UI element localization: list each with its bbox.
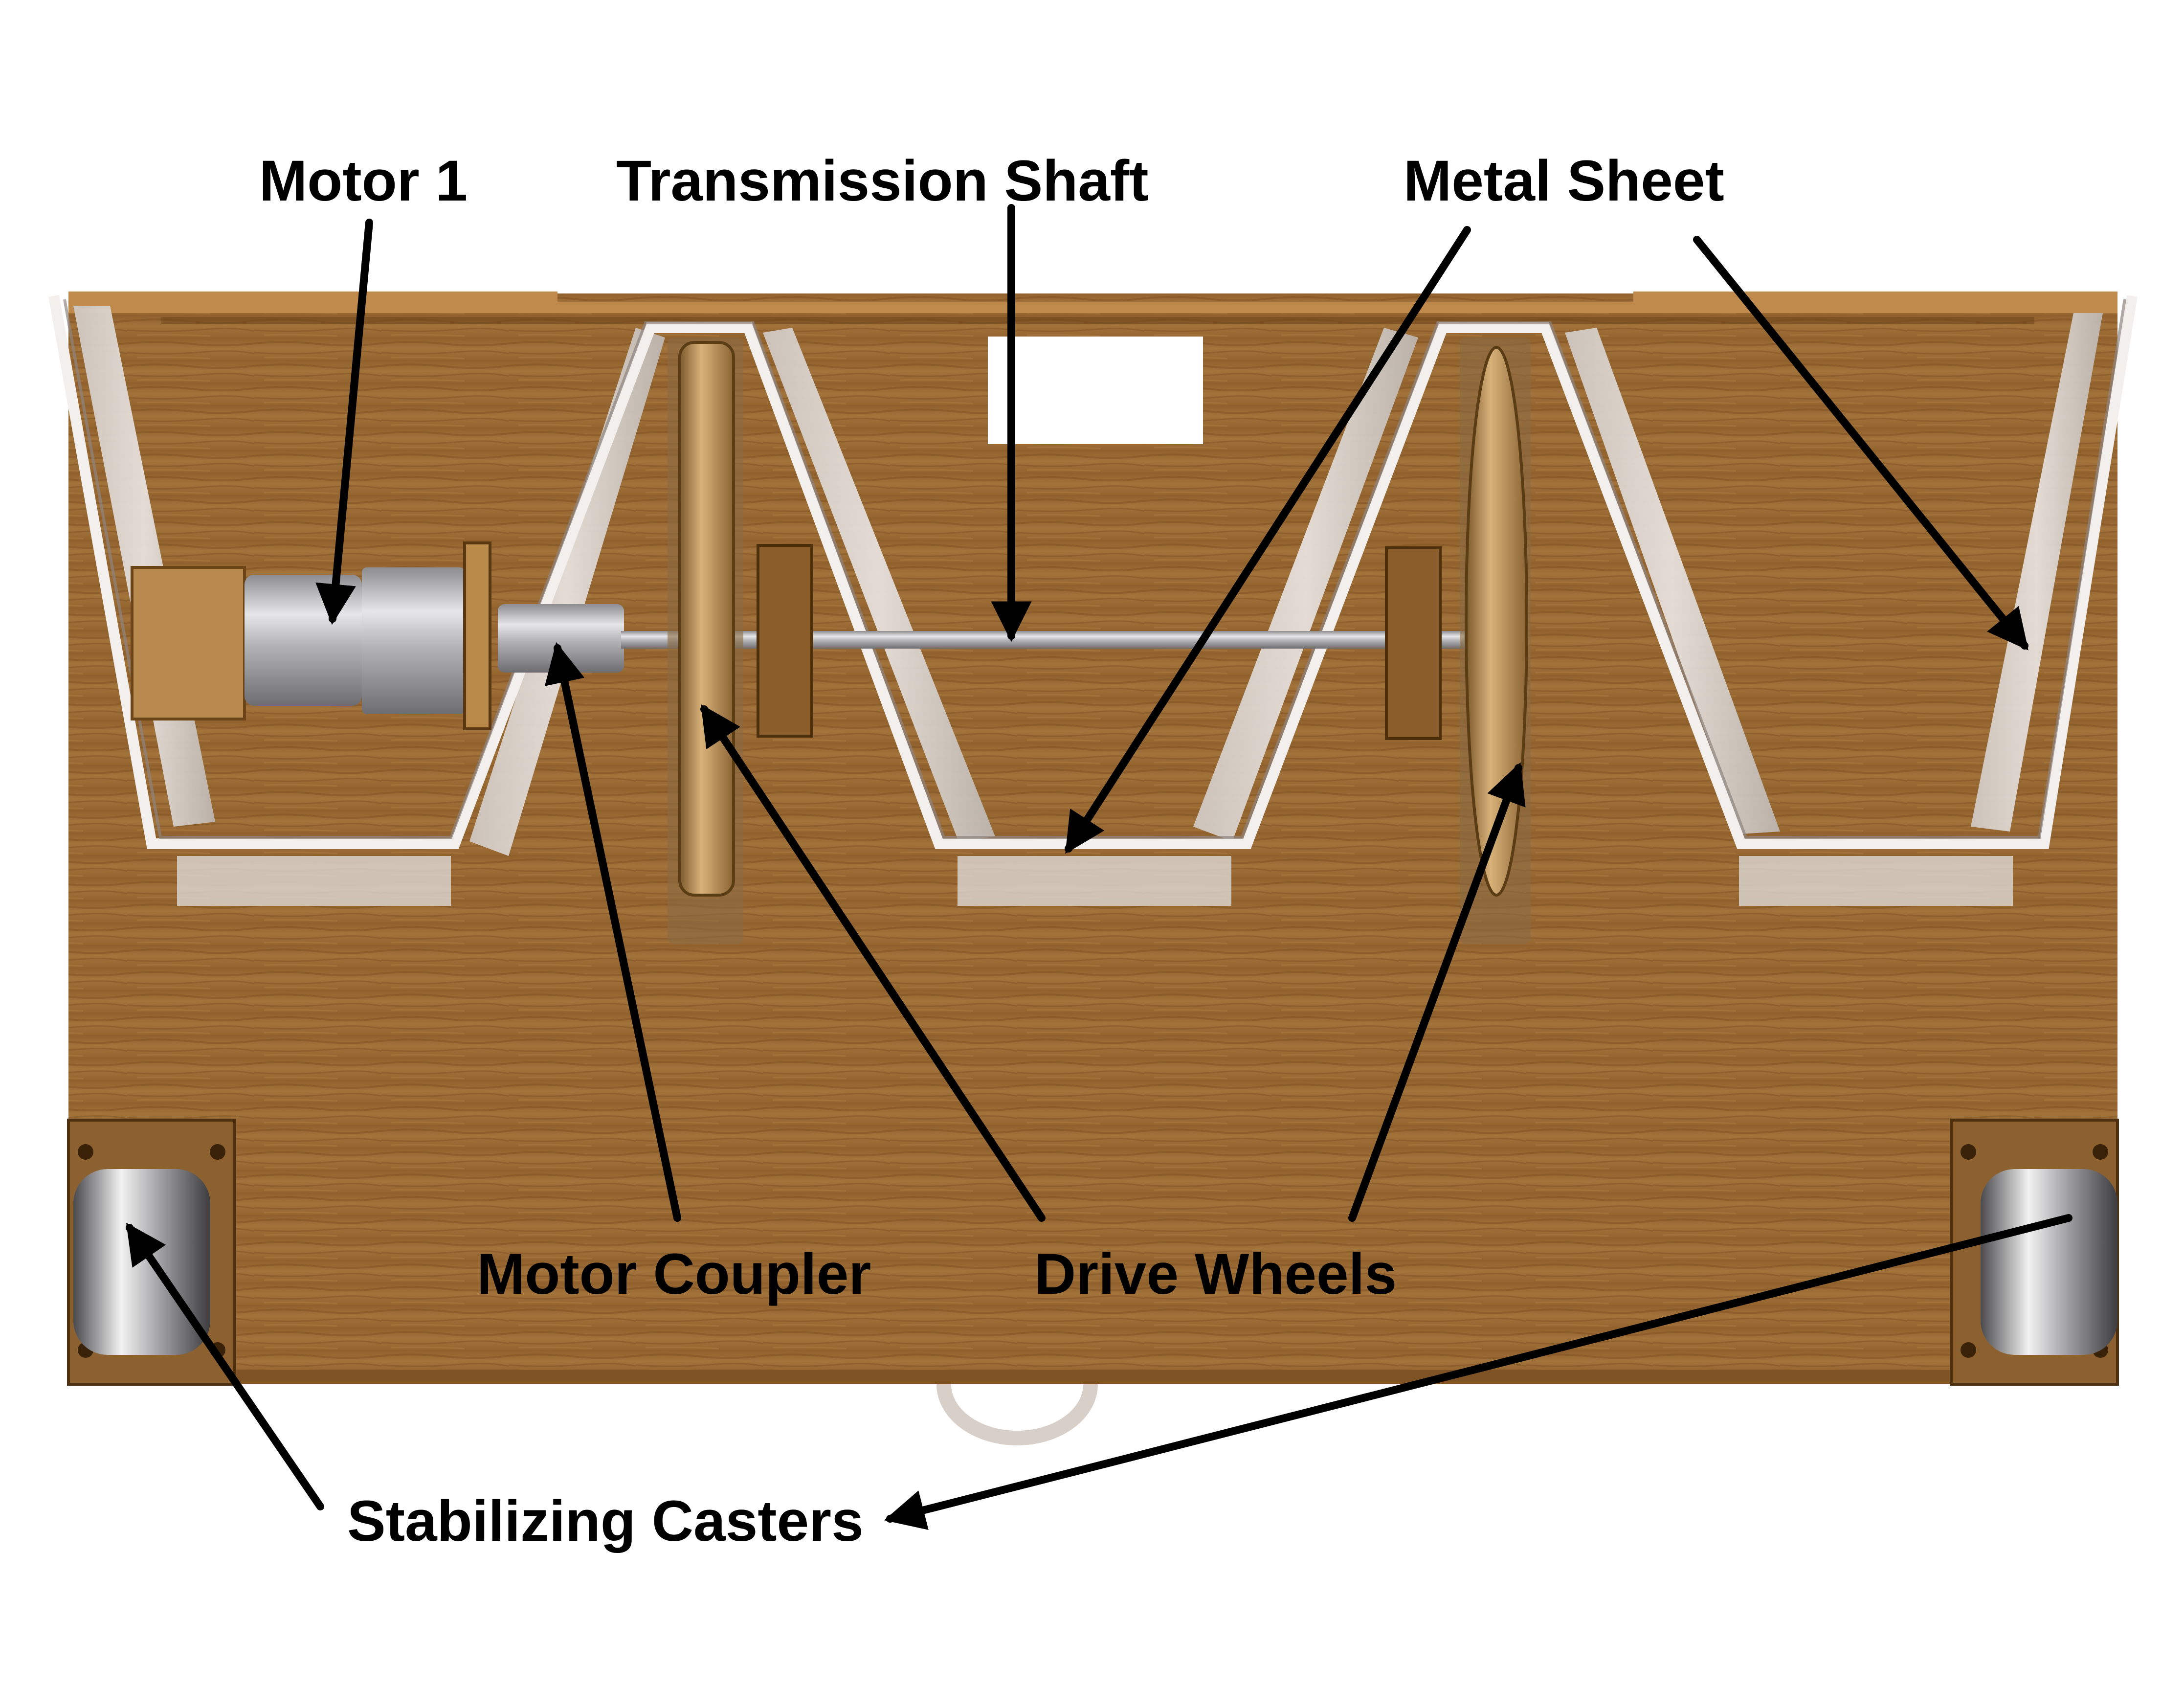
caster-right-part xyxy=(1951,1120,2117,1384)
drive-wheel-left-part xyxy=(668,338,743,944)
top-edge-shadow xyxy=(161,317,2034,324)
bottom-edge xyxy=(68,1370,2117,1384)
label-stabilizing-casters: Stabilizing Casters xyxy=(347,1489,864,1553)
bearing-block-right xyxy=(1386,548,1440,739)
transmission-shaft-part xyxy=(621,631,1482,649)
motor-flange-plate xyxy=(465,543,490,729)
motor-mount-block xyxy=(132,567,245,719)
label-metal-sheet: Metal Sheet xyxy=(1404,149,1724,213)
sheet-flange-left xyxy=(177,856,451,906)
label-motor-1: Motor 1 xyxy=(259,149,468,213)
motor-body xyxy=(245,575,362,706)
motor-front-cap xyxy=(362,567,465,714)
tow-ring xyxy=(944,1384,1091,1438)
label-transmission-shaft: Transmission Shaft xyxy=(616,149,1149,213)
bearing-block-left xyxy=(758,545,812,736)
sheet-flange-middle xyxy=(958,856,1231,906)
drive-wheel-right-part xyxy=(1460,338,1531,944)
label-drive-wheels: Drive Wheels xyxy=(1034,1242,1397,1306)
sheet-flange-right xyxy=(1739,856,2013,906)
label-motor-coupler: Motor Coupler xyxy=(477,1242,871,1306)
front-cutout xyxy=(988,337,1203,444)
